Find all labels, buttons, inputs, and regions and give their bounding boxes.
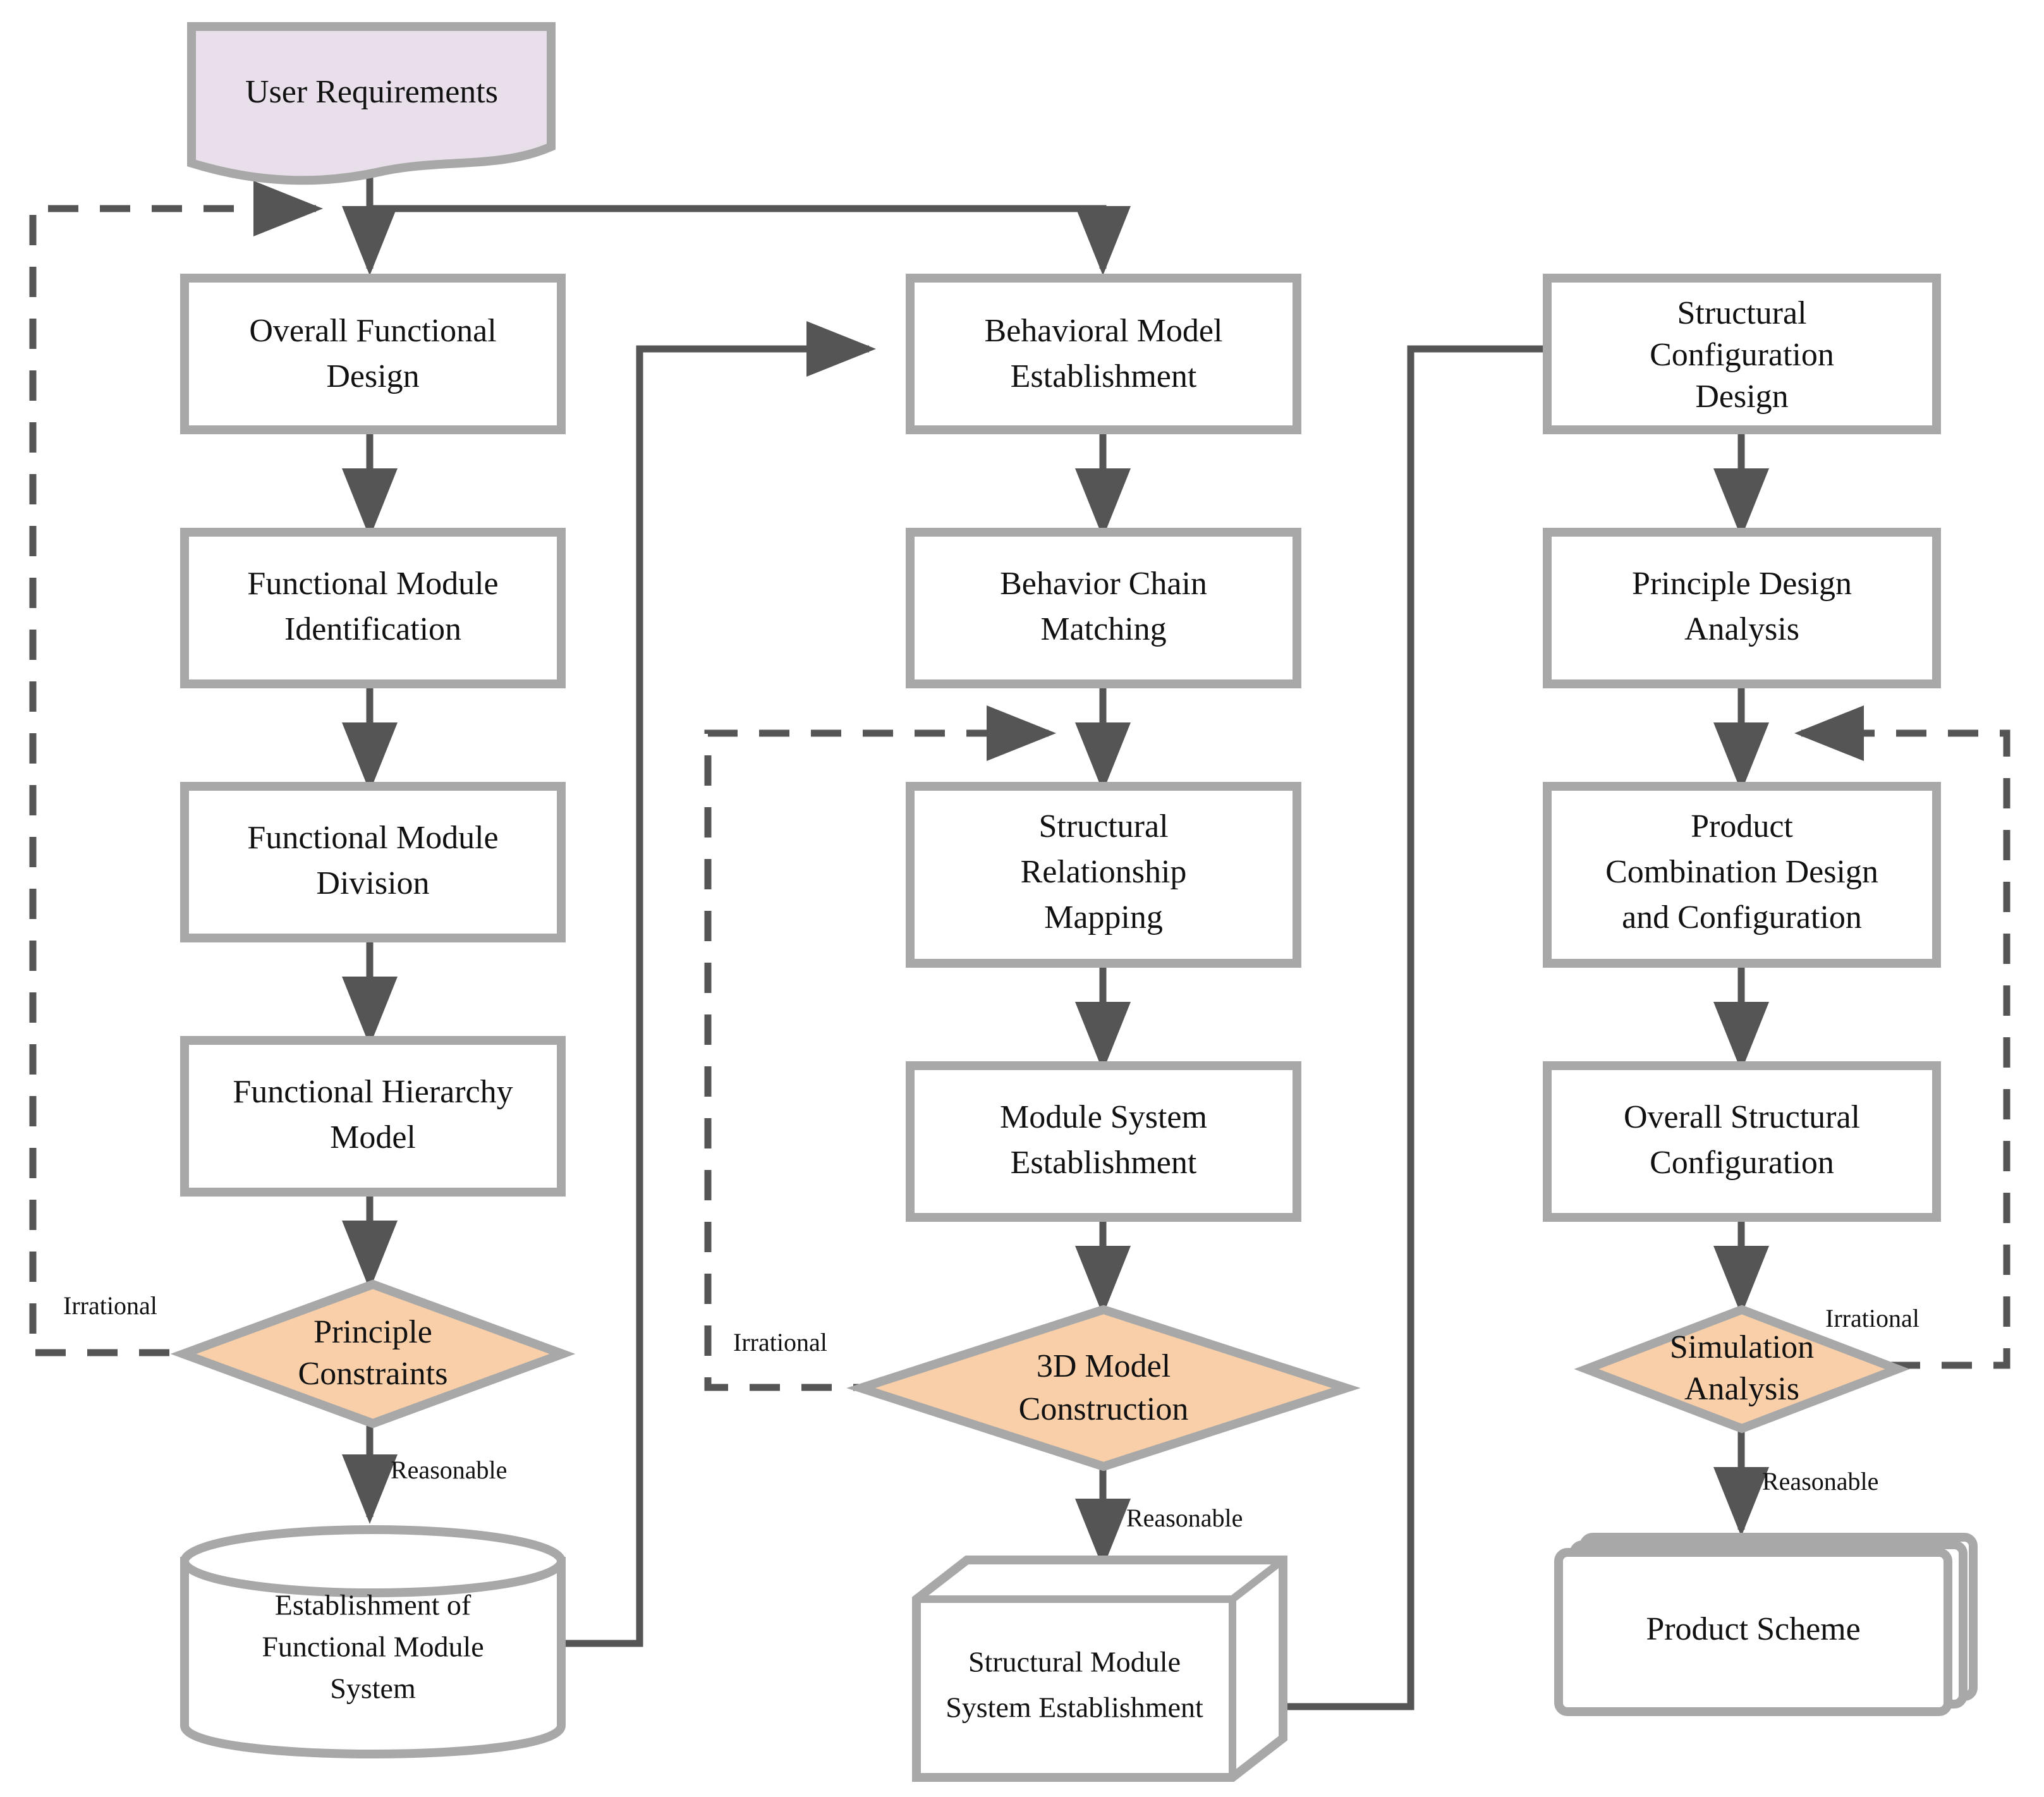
bme-label-2: Establishment — [1011, 358, 1197, 394]
edge-feedback-right-irrational — [1794, 705, 2011, 1369]
ofd-label-1: Overall Functional — [249, 313, 496, 349]
scd-label-1: Structural — [1677, 295, 1806, 331]
edge-efms-to-bme — [561, 321, 876, 1647]
pc-label-2: Constraints — [298, 1356, 448, 1392]
m3d-label-1: 3D Model — [1037, 1348, 1171, 1384]
srm-shape — [906, 782, 1301, 968]
node-overall-structural-configuration[interactable]: Overall Structural Configuration — [1543, 1061, 1941, 1222]
edge-smse-to-scd — [1282, 321, 1653, 1710]
node-principle-constraints[interactable]: Principle Constraints — [170, 1279, 576, 1428]
efms-body — [180, 1557, 566, 1758]
pda-label-1: Principle Design — [1632, 566, 1852, 602]
bcm-shape — [906, 528, 1301, 688]
node-principle-design-analysis[interactable]: Principle Design Analysis — [1543, 528, 1941, 688]
srm-label-3: Mapping — [1044, 899, 1163, 935]
srm-label-2: Relationship — [1021, 854, 1187, 890]
sa-label-1: Simulation — [1670, 1329, 1814, 1365]
bcm-label-2: Matching — [1040, 611, 1166, 647]
scd-shape — [1543, 274, 1941, 434]
fmi-label-2: Identification — [284, 611, 461, 647]
efms-label-1: Establishment of — [275, 1589, 471, 1621]
fhm-label-1: Functional Hierarchy — [233, 1074, 513, 1110]
node-user-requirements[interactable]: User Requirements — [187, 22, 556, 185]
node-structural-module-system-establishment[interactable]: Structural Module System Establishment — [912, 1556, 1287, 1782]
3dm-shape — [846, 1305, 1361, 1471]
node-establishment-functional-module-system[interactable]: Establishment of Functional Module Syste… — [180, 1525, 566, 1758]
pda-label-2: Analysis — [1684, 611, 1799, 647]
fmd-label-1: Functional Module — [247, 820, 498, 856]
node-module-system-establishment[interactable]: Module System Establishment — [906, 1061, 1301, 1222]
ofd-label-2: Design — [326, 358, 419, 394]
node-functional-hierarchy-model[interactable]: Functional Hierarchy Model — [180, 1036, 566, 1197]
efms-label-2: Functional Module — [262, 1631, 484, 1663]
scd-label-3: Design — [1695, 379, 1788, 415]
node-functional-module-identification[interactable]: Functional Module Identification — [180, 528, 566, 688]
mse-shape — [906, 1061, 1301, 1222]
user-requirements-label: User Requirements — [245, 74, 498, 110]
edge-feedback-middle-irrational — [704, 705, 1056, 1391]
pcd-label-3: and Configuration — [1622, 899, 1862, 935]
user-requirements-shape — [187, 22, 556, 185]
node-product-scheme[interactable]: Product Scheme — [1554, 1533, 1978, 1716]
osc-label-2: Configuration — [1650, 1145, 1834, 1181]
ps-label: Product Scheme — [1646, 1611, 1860, 1647]
pc-label-1: Principle — [313, 1314, 432, 1350]
principle-constraints-shape — [170, 1279, 576, 1428]
pcd-label-1: Product — [1691, 808, 1793, 844]
pcd-shape — [1543, 782, 1941, 968]
bme-label-1: Behavioral Model — [985, 313, 1223, 349]
fmd-label-2: Division — [316, 865, 429, 901]
sa-label-2: Analysis — [1684, 1371, 1799, 1407]
node-behavior-chain-matching[interactable]: Behavior Chain Matching — [906, 528, 1301, 688]
ps-front — [1554, 1548, 1952, 1716]
node-product-combination-design[interactable]: Product Combination Design and Configura… — [1543, 782, 1941, 968]
smse-cube-outline — [912, 1556, 1287, 1782]
edge-label-reasonable-middle: Reasonable — [1126, 1504, 1243, 1532]
m3d-label-2: Construction — [1019, 1391, 1189, 1427]
node-structural-relationship-mapping[interactable]: Structural Relationship Mapping — [906, 782, 1301, 968]
edge-feedback-left-irrational — [29, 181, 323, 1356]
fmi-label-1: Functional Module — [247, 566, 498, 602]
smse-label-1: Structural Module — [968, 1646, 1181, 1678]
edge-label-irrational-left: Irrational — [63, 1291, 157, 1320]
smse-label-2: System Establishment — [946, 1691, 1203, 1724]
osc-label-1: Overall Structural — [1624, 1099, 1860, 1135]
fmi-shape — [180, 528, 566, 688]
efms-top-ellipse — [180, 1525, 566, 1597]
node-behavioral-model-establishment[interactable]: Behavioral Model Establishment — [906, 274, 1301, 434]
edge-label-irrational-middle: Irrational — [733, 1328, 827, 1356]
pda-shape — [1543, 528, 1941, 688]
efms-label-3: System — [330, 1672, 416, 1705]
node-structural-configuration-design[interactable]: Structural Configuration Design — [1543, 274, 1941, 434]
node-3d-model-construction[interactable]: 3D Model Construction — [846, 1305, 1361, 1471]
srm-label-1: Structural — [1038, 808, 1168, 844]
osc-shape — [1543, 1061, 1941, 1222]
scd-label-2: Configuration — [1650, 337, 1834, 373]
overall-functional-design-shape — [180, 274, 566, 434]
node-functional-module-division[interactable]: Functional Module Division — [180, 782, 566, 942]
fhm-label-2: Model — [330, 1119, 416, 1155]
node-simulation-analysis[interactable]: Simulation Analysis — [1574, 1305, 1910, 1434]
edge-label-reasonable-left: Reasonable — [391, 1456, 507, 1484]
mse-label-2: Establishment — [1011, 1145, 1197, 1181]
fmd-shape — [180, 782, 566, 942]
sa-shape — [1574, 1305, 1910, 1434]
bme-shape — [906, 274, 1301, 434]
smse-cube-edges — [916, 1557, 1286, 1777]
bcm-label-1: Behavior Chain — [1000, 566, 1207, 602]
mse-label-1: Module System — [1000, 1099, 1207, 1135]
node-overall-functional-design[interactable]: Overall Functional Design — [180, 274, 566, 434]
pcd-label-2: Combination Design — [1605, 854, 1878, 890]
edge-junction-to-bme — [370, 205, 1131, 276]
fhm-shape — [180, 1036, 566, 1197]
edge-label-irrational-right: Irrational — [1825, 1304, 1919, 1332]
edge-label-reasonable-right: Reasonable — [1762, 1467, 1878, 1495]
